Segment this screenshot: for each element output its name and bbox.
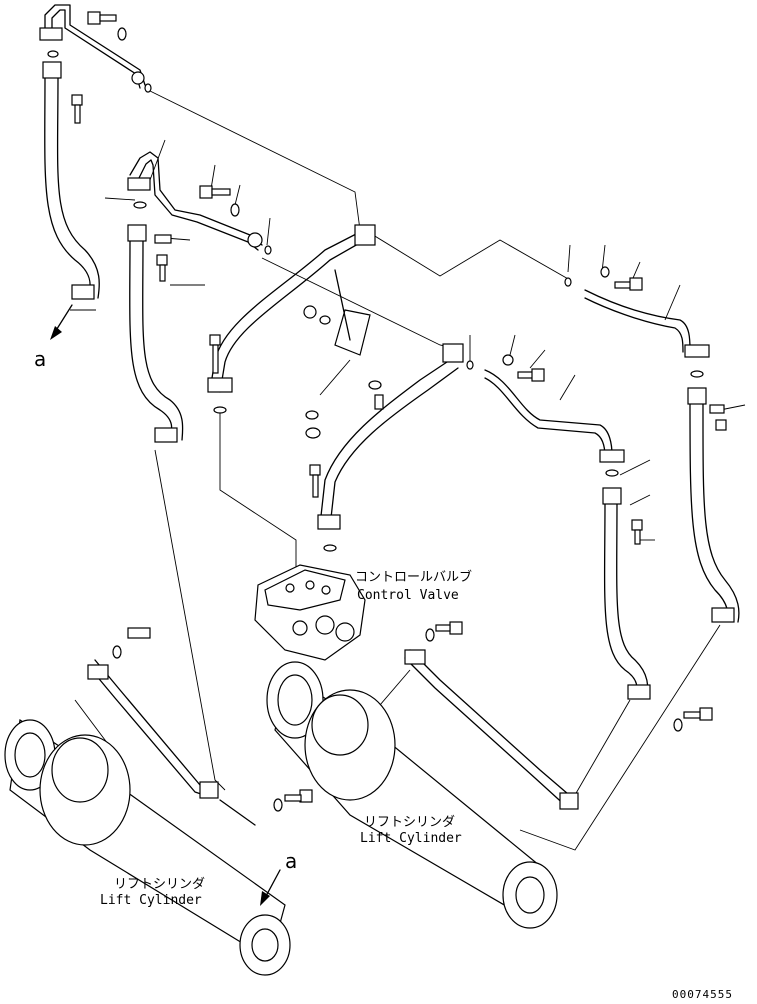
- left-hose-2: [127, 224, 184, 443]
- lift-cylinder-right-label-jp: リフトシリンダ: [364, 815, 455, 830]
- ref-a-label-bottom: a: [285, 849, 297, 873]
- center-tube-1: [207, 224, 376, 414]
- top-left-tube: [39, 4, 152, 93]
- lift-tube-left: [87, 627, 313, 826]
- right-tube-2: [466, 354, 625, 477]
- mid-left-bolts: [154, 185, 240, 282]
- control-valve-label-jp: コントロールバルブ: [355, 569, 472, 585]
- left-ref-arrow: [50, 304, 73, 340]
- right-hose-2: [602, 487, 651, 700]
- center-tube-2: [309, 343, 464, 552]
- control-valve: [254, 564, 366, 661]
- left-hose-1: [42, 61, 100, 311]
- lift-cylinder-right: [266, 661, 558, 929]
- right-tube-1: [564, 266, 710, 378]
- ref-a-label-top: a: [34, 347, 46, 371]
- lift-cylinder-left: [4, 718, 291, 976]
- right-hose-1: [687, 387, 740, 623]
- mid-left-tube: [127, 151, 272, 255]
- top-bolt-washer: [71, 11, 127, 124]
- control-valve-label-en: Control Valve: [357, 588, 459, 603]
- bottom-ref-arrow: [260, 869, 281, 906]
- lift-cylinder-left-label-en: Lift Cylinder: [100, 893, 202, 908]
- leader-lines: [74, 89, 746, 851]
- lift-tube-right: [404, 621, 713, 810]
- document-number: 00074555: [672, 988, 733, 1001]
- bracket-assembly: [303, 269, 384, 439]
- lift-cylinder-left-label-jp: リフトシリンダ: [114, 877, 205, 892]
- lift-cylinder-right-label-en: Lift Cylinder: [360, 831, 462, 846]
